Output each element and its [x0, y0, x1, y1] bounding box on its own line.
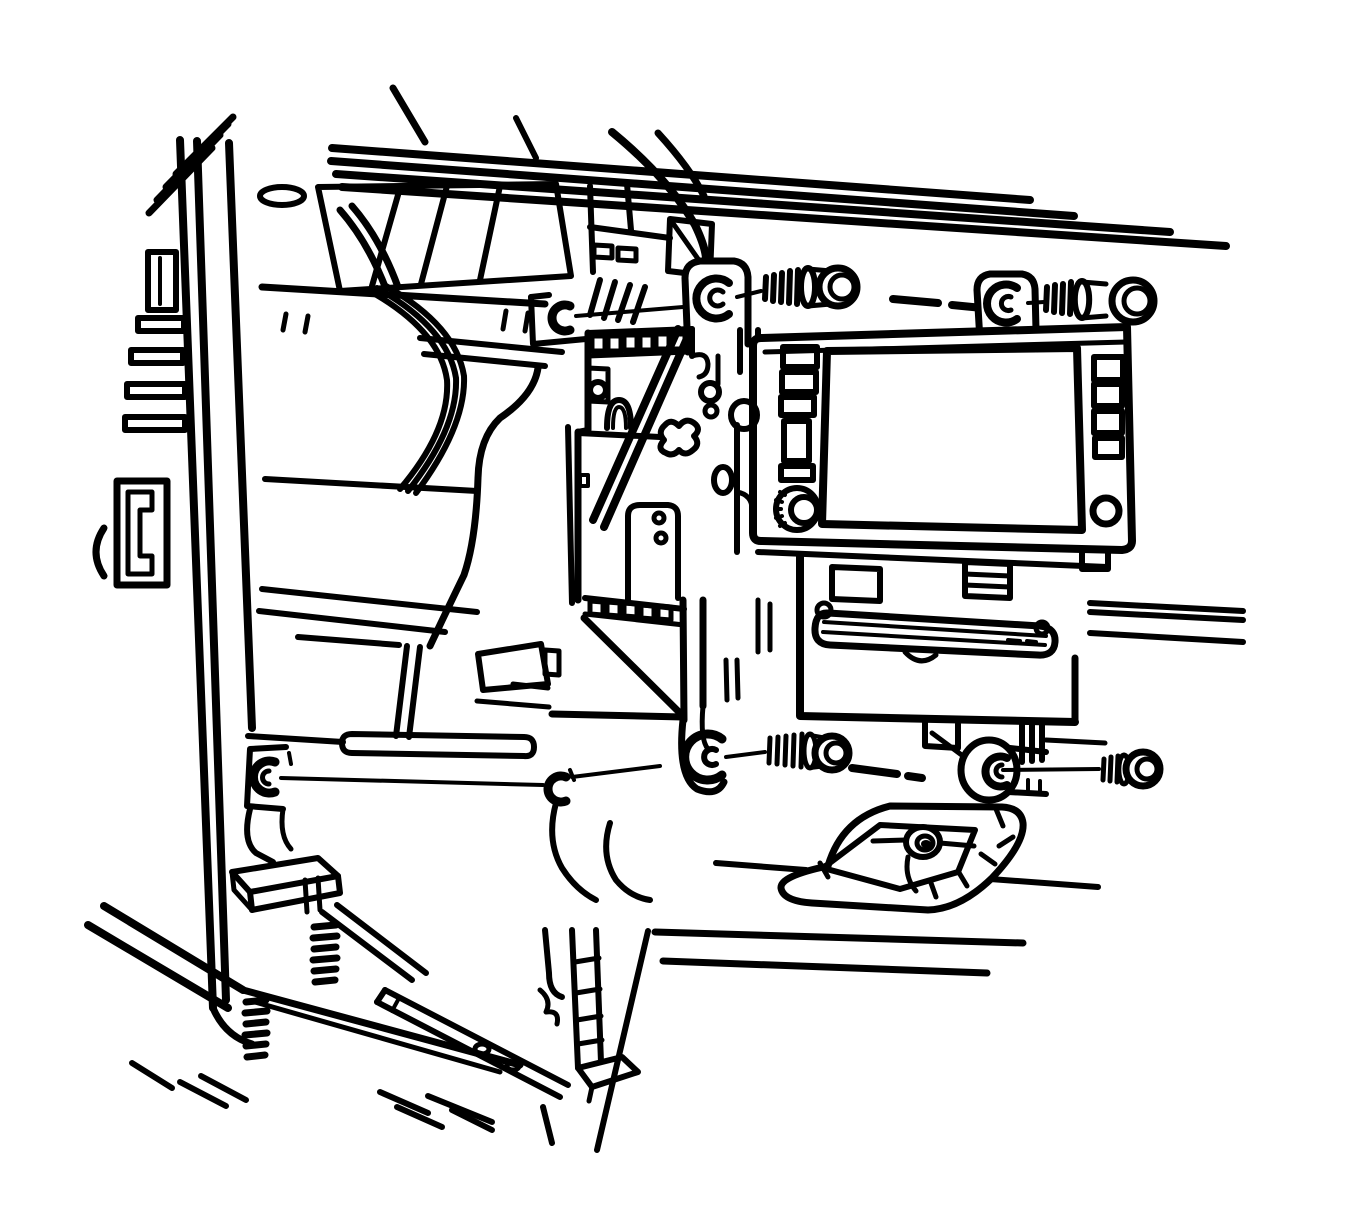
door-jamb-connector — [92, 477, 171, 589]
pillar-trim-curves — [365, 283, 468, 496]
capsule-slot — [245, 731, 537, 760]
windshield-defroster-lines — [327, 84, 1230, 270]
dash-side-curve — [393, 364, 542, 740]
a-pillar — [145, 113, 256, 1048]
lower-right-washer — [929, 730, 1108, 804]
screw-4 — [1001, 748, 1164, 790]
lower-center-strap-grommet — [678, 596, 728, 796]
radio-volume-knob — [773, 485, 821, 533]
instrument-cavity — [257, 181, 715, 325]
side-vent-louvers — [122, 249, 188, 433]
radio-right-buttons — [1089, 354, 1126, 528]
mounting-bracket — [474, 325, 760, 721]
upper-bracket-tab — [681, 257, 752, 356]
storage-pocket — [777, 802, 1027, 914]
screw-3 — [724, 731, 926, 782]
center-stack-column — [537, 927, 651, 1153]
radio-left-buttons — [778, 344, 820, 483]
lower-small-grommet — [543, 768, 653, 903]
upper-right-grommet-tab — [973, 270, 1040, 345]
radio-screen — [818, 344, 1086, 534]
knee-bolster — [84, 855, 571, 1133]
radio-chassis — [723, 553, 1079, 765]
screw-2 — [1026, 276, 1158, 326]
screw-1 — [735, 264, 861, 310]
lower-dash-lines — [651, 600, 1246, 977]
dash-panel-seams — [256, 283, 565, 648]
upper-left-grommet-tab — [528, 292, 685, 347]
lower-left-grommet-tab — [244, 744, 662, 865]
